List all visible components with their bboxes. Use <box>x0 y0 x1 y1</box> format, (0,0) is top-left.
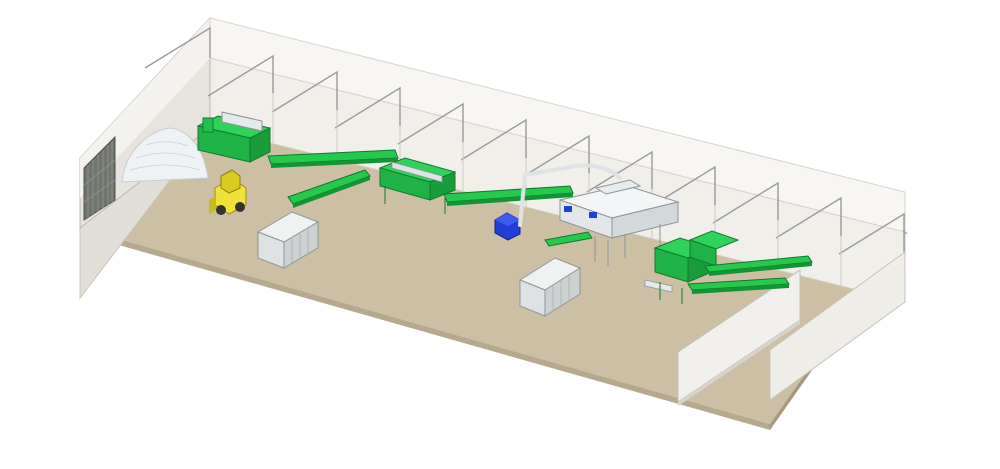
front-loader <box>209 169 247 215</box>
output-conveyor-lower <box>687 277 790 294</box>
shredder-primary <box>196 111 272 163</box>
door-grille <box>83 135 116 221</box>
picking-station <box>378 157 457 214</box>
infeed-conveyor <box>267 149 399 168</box>
material-pile <box>121 127 209 183</box>
separator-drum <box>544 179 680 266</box>
blower-unit <box>494 212 521 241</box>
floor-corner-marks <box>767 229 908 429</box>
output-conveyor-upper <box>704 255 813 276</box>
feed-conveyor-lower <box>287 169 371 208</box>
transfer-conveyor <box>443 185 574 206</box>
duct-work <box>518 163 622 227</box>
front-partition-wall <box>677 251 906 406</box>
container-bin-center <box>518 257 582 317</box>
container-bin-left <box>256 211 320 269</box>
